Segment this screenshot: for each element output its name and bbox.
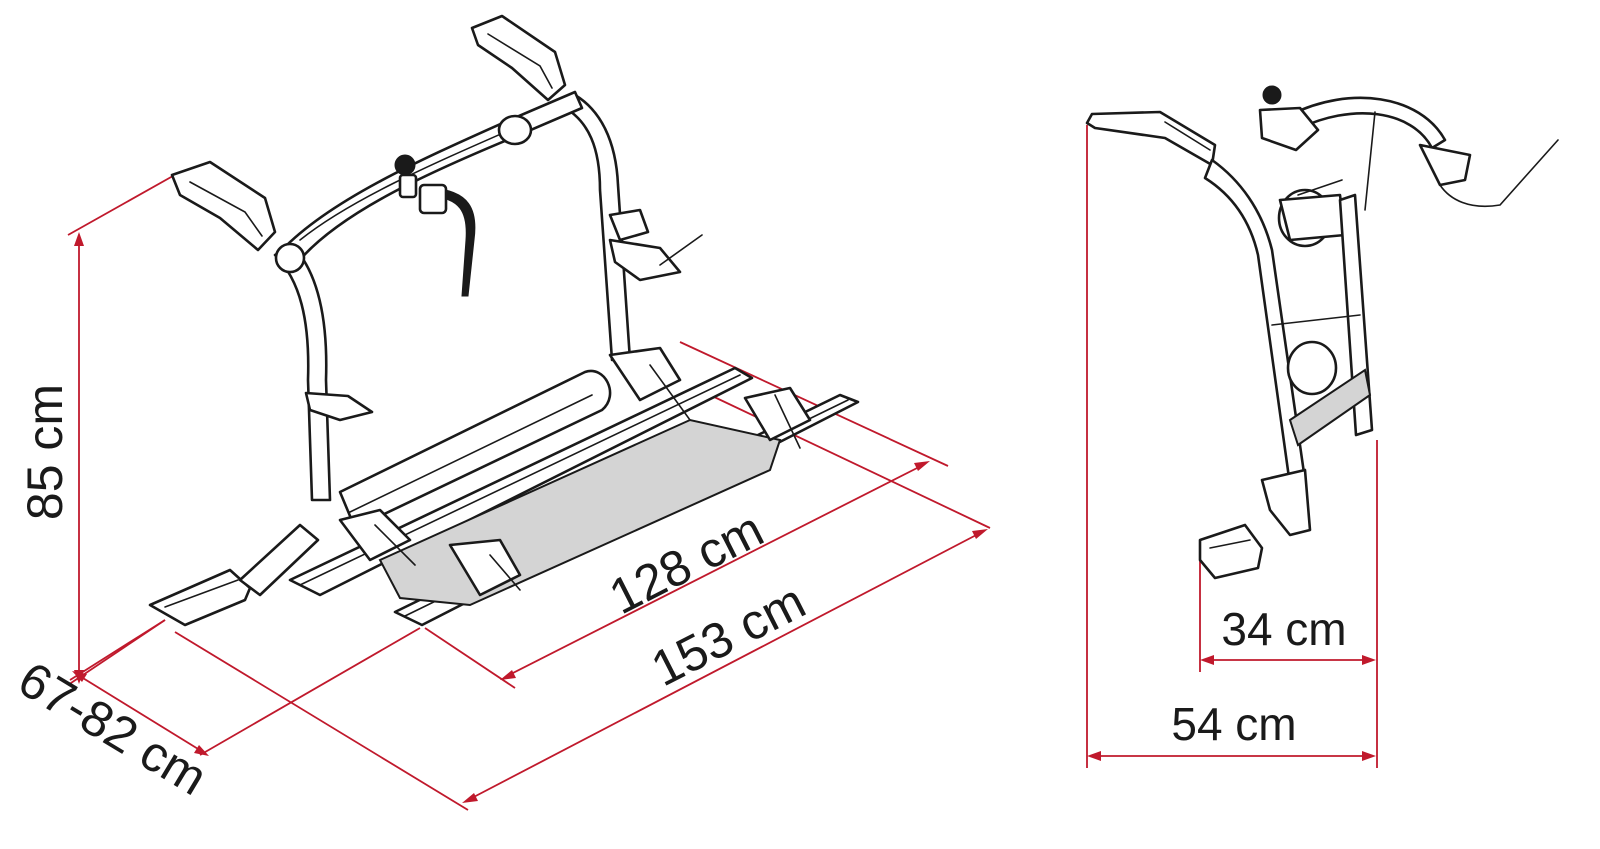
dimension-lines	[67, 125, 1378, 811]
height-label: 85 cm	[17, 384, 73, 520]
inner-width-dimension	[424, 341, 949, 689]
side-outer-label: 54 cm	[1171, 698, 1296, 750]
rack-side-view	[1085, 85, 1559, 580]
rack-perspective-view	[148, 14, 860, 627]
side-dimensions	[1086, 125, 1378, 768]
depth-dimension	[69, 619, 421, 756]
depth-label: 67-82 cm	[9, 651, 217, 806]
side-inner-label: 34 cm	[1221, 603, 1346, 655]
